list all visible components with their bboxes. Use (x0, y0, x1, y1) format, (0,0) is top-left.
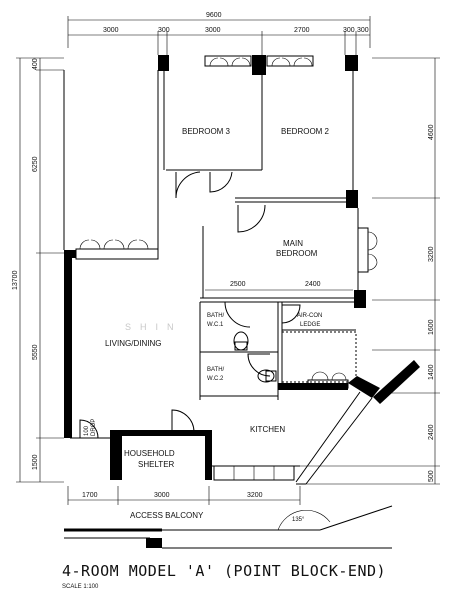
room-label-drop-1: 100 (84, 425, 90, 436)
diagonal-wall (295, 360, 420, 485)
dim-top-2: 300 (158, 27, 170, 34)
dim-left-overall: 13700 (12, 270, 19, 290)
angle-label: 135° (292, 517, 305, 523)
key-plan-outline (64, 505, 393, 549)
room-label-air-con-2: LEDGE (300, 322, 320, 328)
dim-bottom-2: 3000 (154, 492, 170, 499)
plan-title: 4-ROOM MODEL 'A' (POINT BLOCK-END) (62, 562, 386, 580)
room-label-main-bedroom-1: MAIN (283, 239, 303, 248)
bathroom-fixtures (233, 331, 357, 383)
dim-right-2: 3200 (428, 246, 435, 262)
top-dimension-lines (67, 16, 371, 55)
room-label-living-dining: LIVING/DINING (105, 339, 161, 348)
room-label-bath-wc2-1: BATH/ (207, 367, 225, 373)
room-label-bath-wc2-2: W.C.2 (207, 376, 224, 382)
interior-walls (63, 70, 359, 467)
dim-left-1: 400 (32, 58, 39, 70)
dim-right-4: 1400 (428, 364, 435, 380)
room-label-bath-wc1-1: BATH/ (207, 313, 225, 319)
dim-inner-2: 2400 (305, 281, 321, 288)
dim-top-5: 300 (343, 27, 355, 34)
room-label-drop-2: DROP (91, 419, 97, 436)
room-label-shelter-1: HOUSEHOLD (124, 449, 175, 458)
windows (75, 55, 378, 481)
dim-right-1: 4600 (428, 124, 435, 140)
dim-top-3: 3000 (205, 27, 221, 34)
dim-top-6: 300 (357, 27, 369, 34)
dim-top-4: 2700 (294, 27, 310, 34)
dim-left-3: 5550 (32, 344, 39, 360)
room-label-bedroom-2: BEDROOM 2 (281, 127, 330, 136)
dim-right-6: 500 (428, 470, 435, 482)
plan-scale: SCALE 1:100 (62, 584, 99, 590)
access-balcony-label: ACCESS BALCONY (130, 511, 204, 520)
dim-bottom-3: 3200 (247, 492, 263, 499)
right-dimension-lines (300, 57, 440, 485)
angle-indicator (277, 510, 331, 531)
left-dimension-lines (16, 57, 64, 483)
dim-right-5: 2400 (428, 424, 435, 440)
dim-left-2: 6250 (32, 156, 39, 172)
dim-left-4: 1500 (32, 454, 39, 470)
exterior-walls (64, 55, 380, 480)
dim-bottom-1: 1700 (82, 492, 98, 499)
dim-right-3: 1600 (428, 319, 435, 335)
room-label-air-con-1: AIR-CON (297, 313, 322, 319)
room-label-kitchen: KITCHEN (250, 425, 285, 434)
dim-inner-1: 2500 (230, 281, 246, 288)
dim-top-1: 3000 (103, 27, 119, 34)
dim-overall-width: 9600 (206, 12, 222, 19)
room-label-bedroom-3: BEDROOM 3 (182, 127, 231, 136)
bottom-dimension-lines (67, 486, 301, 505)
room-label-bath-wc1-2: W.C.1 (207, 322, 224, 328)
watermark-text: SHIN (125, 322, 183, 332)
doors (79, 171, 301, 439)
room-label-main-bedroom-2: BEDROOM (276, 249, 318, 258)
room-label-shelter-2: SHELTER (138, 460, 175, 469)
